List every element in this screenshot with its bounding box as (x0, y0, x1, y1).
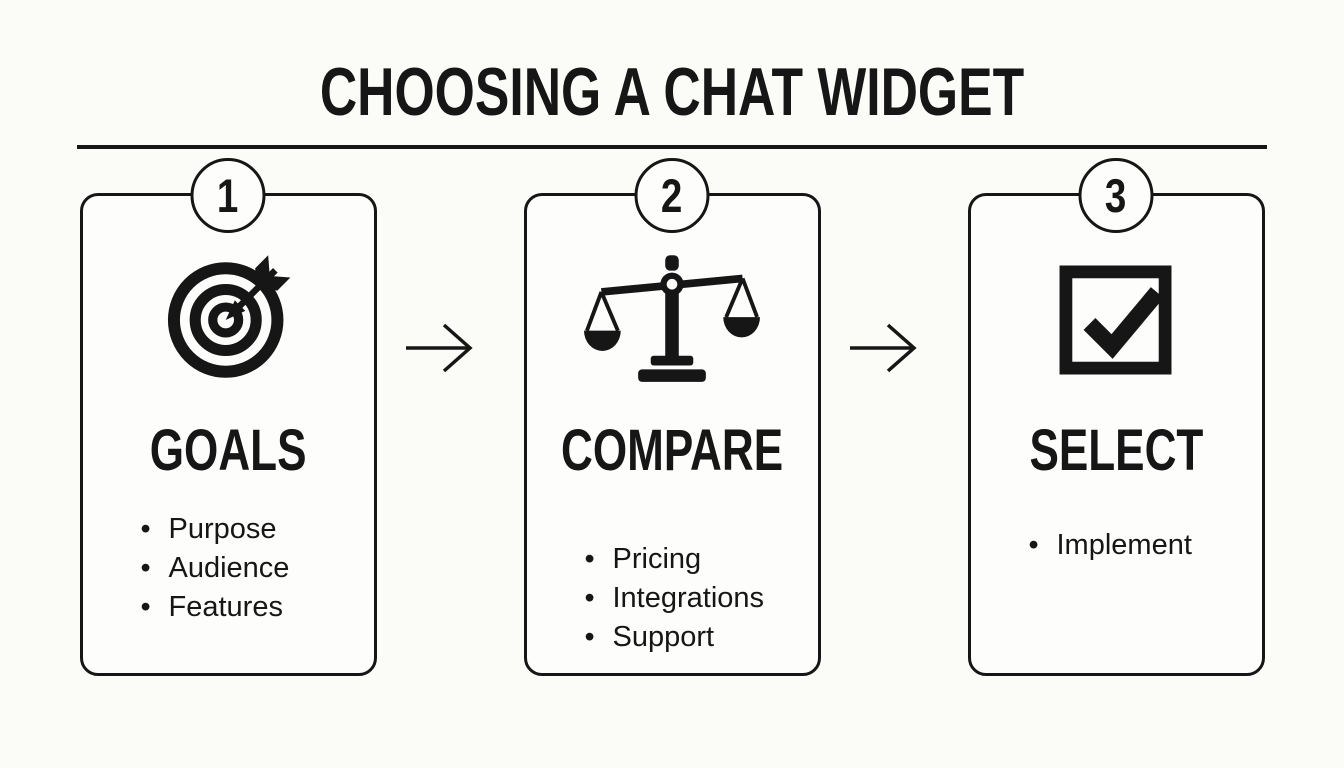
step-heading: SELECT (1029, 418, 1203, 483)
step-heading: COMPARE (560, 418, 784, 483)
bullet-item: Features (141, 588, 374, 627)
bullet-item: Integrations (585, 579, 818, 618)
arrow-icon (821, 320, 968, 376)
step-bullet-list: Pricing Integrations Support (527, 540, 818, 657)
page-title: CHOOSING A CHAT WIDGET (319, 54, 1025, 130)
step-bullet-list: Purpose Audience Features (83, 510, 374, 627)
bullet-item: Audience (141, 549, 374, 588)
step-number-badge: 3 (1078, 158, 1154, 233)
checkbox-icon (1059, 250, 1173, 390)
target-icon (161, 250, 295, 390)
step-number-badge: 1 (190, 158, 266, 233)
bullet-item: Purpose (141, 510, 374, 549)
step-number: 3 (1105, 169, 1127, 222)
step-number-badge: 2 (634, 158, 710, 233)
process-flow: 1 GOALS Purpose Audience (0, 158, 1344, 676)
step-number: 2 (661, 169, 683, 222)
step-card-select: 3 SELECT Implement (967, 158, 1265, 676)
step-bullet-list: Implement (971, 526, 1262, 565)
title-underline (77, 145, 1267, 149)
step-card-goals: 1 GOALS Purpose Audience (79, 158, 377, 676)
scales-icon (584, 250, 760, 390)
step-heading: GOALS (149, 418, 307, 483)
step-card-compare: 2 COMPARE (523, 158, 821, 676)
arrow-icon (377, 320, 524, 376)
bullet-item: Pricing (585, 540, 818, 579)
bullet-item: Support (585, 618, 818, 657)
step-number: 1 (217, 169, 239, 222)
bullet-item: Implement (1029, 526, 1262, 565)
